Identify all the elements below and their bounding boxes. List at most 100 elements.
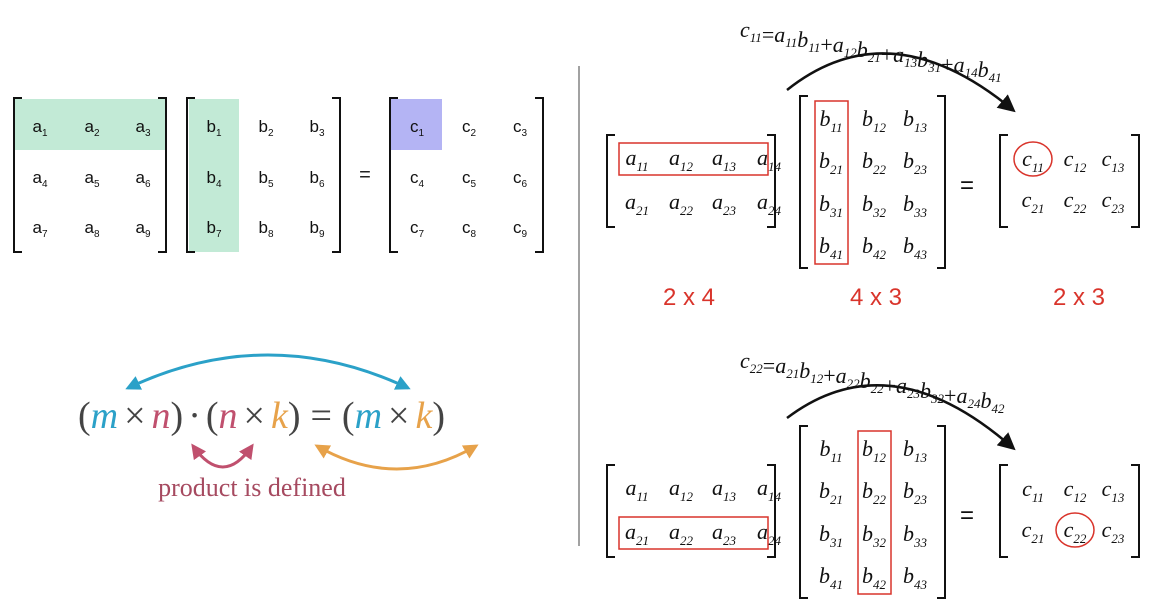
matrix-b-cell-index: 1 <box>216 128 222 139</box>
matrix-c-cell-index: 1 <box>418 128 424 139</box>
matrix-c-cell-symbol: c <box>513 218 522 237</box>
matrix-c-cell-index: 6 <box>521 179 527 190</box>
formula-term-b-symbol: b <box>860 368 871 393</box>
matrix-b-cell-index: 23 <box>914 162 928 177</box>
matrix-c-cell-index: 11 <box>1032 160 1044 175</box>
highlight-result-circle <box>1013 141 1053 177</box>
matrix-c-cell: c23 <box>1102 517 1125 546</box>
formula-term-b-index: 42 <box>991 401 1005 416</box>
formula-term-a-index: 14 <box>965 65 979 80</box>
matrix-b-cell-symbol: b <box>903 521 914 546</box>
matrix-c-cell-symbol: c <box>1102 187 1112 212</box>
matrix-a-cell: a12 <box>669 475 694 504</box>
matrix-c-cell-index: 5 <box>470 179 476 190</box>
bracket-left-b <box>186 97 195 253</box>
matrix-a-cell: a5 <box>84 168 99 190</box>
rule-close-paren: ) <box>171 395 184 437</box>
matrix-c-cell-symbol: c <box>513 168 522 187</box>
matrix-a-cell-index: 3 <box>145 128 151 139</box>
bracket-right-c <box>535 97 544 253</box>
matrix-b-cell: b13 <box>903 436 928 465</box>
matrix-b-cell-index: 11 <box>830 450 842 465</box>
matrix-c-cell-index: 23 <box>1111 531 1125 546</box>
rule-k: k <box>271 395 289 437</box>
rule-times: × <box>244 395 265 437</box>
matrix-c-cell-symbol: c <box>1022 517 1032 542</box>
matrix-c-cell-index: 2 <box>470 128 476 139</box>
matrix-c-cell-symbol: c <box>462 168 471 187</box>
matrix-b-cell-symbol: b <box>903 563 914 588</box>
matrix-c-cell-symbol: c <box>513 117 522 136</box>
matrix-a-cell-symbol: a <box>135 168 145 187</box>
matrix-b-cell-symbol: b <box>862 563 873 588</box>
matrix-c-cell: c7 <box>410 218 425 240</box>
formula-term-b-symbol: b <box>980 388 991 413</box>
matrix-b-cell-index: 11 <box>830 120 842 135</box>
matrix-b-cell: b3 <box>309 117 324 139</box>
matrix-b-cell: b11 <box>819 436 842 465</box>
matrix-b-cell-index: 13 <box>914 450 928 465</box>
matrix-c-cell: c4 <box>410 168 425 190</box>
bracket-right-a <box>158 97 167 253</box>
matrix-b-cell-symbol: b <box>862 478 873 503</box>
arrow-m-to-m <box>125 353 411 390</box>
arrow-bottom <box>786 384 1016 451</box>
matrix-a-cell: a24 <box>757 189 782 218</box>
matrix-b-cell-index: 5 <box>268 179 274 190</box>
formula-term-a-symbol: a <box>833 32 844 57</box>
matrix-b-cell: b5 <box>258 168 273 190</box>
matrix-b-cell-symbol: b <box>819 233 830 258</box>
rule-open-paren: ( <box>342 395 355 437</box>
matrix-a-cell: a22 <box>669 189 694 218</box>
matrix-b-cell-symbol: b <box>903 106 914 131</box>
matrix-a-cell-symbol: a <box>712 145 723 170</box>
rule-n: n <box>219 395 238 437</box>
rule-equals: = <box>310 395 331 437</box>
highlight-col-box <box>814 100 849 265</box>
rule-times: × <box>124 395 145 437</box>
formula-term-b-symbol: b <box>920 378 931 403</box>
matrix-c-cell-symbol: c <box>1102 476 1112 501</box>
matrix-b-cell-index: 12 <box>873 120 887 135</box>
matrix-b-cell-index: 33 <box>913 205 928 220</box>
dimension-label: 2 x 4 <box>663 284 715 311</box>
matrix-b-cell-index: 23 <box>914 492 928 507</box>
matrix-c-cell: c1 <box>410 117 425 139</box>
dimension-label: 4 x 3 <box>850 284 902 311</box>
matrix-a-cell-index: 9 <box>145 229 151 240</box>
matrix-b-cell-symbol: b <box>258 218 267 237</box>
matrix-a-cell-index: 4 <box>42 179 48 190</box>
matrix-b-cell-index: 2 <box>268 128 274 139</box>
matrix-b-cell: b31 <box>819 521 843 550</box>
rule-times: × <box>388 395 409 437</box>
matrix-b-cell-index: 43 <box>914 577 928 592</box>
matrix-a-cell: a12 <box>669 145 694 174</box>
matrix-b-cell-symbol: b <box>862 233 873 258</box>
matrix-b-cell-index: 9 <box>319 229 325 240</box>
matrix-c-cell-index: 8 <box>470 229 476 240</box>
matrix-c-cell: c2 <box>462 117 477 139</box>
matrix-a-cell-symbol: a <box>625 189 636 214</box>
matrix-c-cell: c9 <box>513 218 528 240</box>
matrix-a-cell-index: 11 <box>636 159 648 174</box>
formula-term-b-symbol: b <box>978 57 989 82</box>
matrix-b-cell-index: 32 <box>872 535 887 550</box>
matrix-a-cell-symbol: a <box>625 145 636 170</box>
matrix-a-cell: a23 <box>712 519 737 548</box>
matrix-b-cell-symbol: b <box>819 148 830 173</box>
bracket <box>937 425 946 599</box>
matrix-a-cell-symbol: a <box>625 475 636 500</box>
rule-k: k <box>415 395 433 437</box>
matrix-b-cell: b9 <box>309 218 324 240</box>
bracket <box>999 134 1008 228</box>
matrix-c-cell-symbol: c <box>462 117 471 136</box>
matrix-b-cell: b32 <box>862 521 887 550</box>
matrix-a-cell-symbol: a <box>32 117 42 136</box>
formula-lhs-symbol: c <box>740 17 750 42</box>
formula-term-b-index: 41 <box>989 70 1002 85</box>
matrix-c-cell: c12 <box>1064 476 1087 505</box>
matrix-b-cell-symbol: b <box>819 106 830 131</box>
